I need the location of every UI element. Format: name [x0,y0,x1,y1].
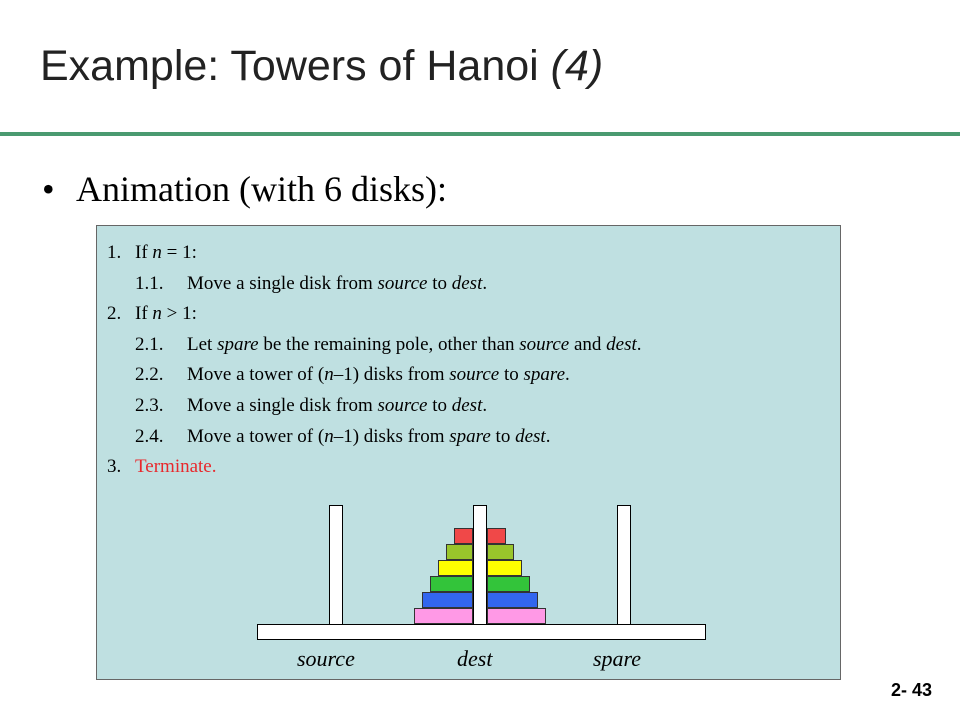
bullet-text: Animation (with 6 disks): [76,169,447,209]
var: n [152,242,162,263]
text: . [545,425,551,447]
title-divider [0,132,960,136]
var: source [519,333,570,355]
pole-source [329,505,343,625]
text: Move a single disk from [187,394,378,416]
bullet-item: • Animation (with 6 disks): [42,168,447,210]
disk-6-right [487,608,546,624]
step-number: 2.2. [135,364,164,386]
var: source [377,394,428,416]
var: dest [515,425,546,447]
text: Move a tower of ( [187,425,325,447]
text: –1) disks from [333,364,450,386]
algorithm-text: 1. If n = 1: 1.1. Move a single disk from … [107,238,642,483]
terminate-text: Terminate. [135,456,217,478]
text: to [427,272,452,294]
disk-1-left [454,528,473,544]
text: Let [187,333,218,355]
text: . [565,364,570,386]
var: dest [606,333,637,355]
text: If [135,303,153,325]
text: If [135,242,153,263]
title-part: (4) [550,42,604,90]
text: . [636,333,642,355]
disk-2-left [446,544,473,560]
step-number: 1. [107,242,122,263]
text: . [482,272,488,294]
algo-line-2-4: 2.4. Move a tower of (n–1) disks from spa… [107,422,642,453]
step-number: 2.3. [135,394,164,416]
var: source [377,272,428,294]
text: > 1: [161,303,197,325]
disk-3-left [438,560,473,576]
var: n [324,425,334,447]
var: source [449,364,500,386]
step-number: 2.1. [135,333,164,355]
var: n [152,303,162,325]
title-main: Example: Towers of Hanoi [40,42,551,90]
var: n [324,364,334,386]
text: be the remaining pole, other than [258,333,520,355]
step-number: 2.4. [135,425,164,447]
text: to [490,425,516,447]
pole-base [257,624,706,640]
disk-5-left [422,592,473,608]
algo-line-3: 3. Terminate. [107,452,642,483]
text: Move a tower of ( [187,364,325,386]
algo-line-1-1: 1.1. Move a single disk from source to de… [107,269,642,300]
disk-3-right [487,560,522,576]
text: to [499,364,524,386]
label-spare: spare [593,646,642,671]
algo-line-2: 2. If n > 1: [107,299,642,330]
algo-line-1: 1. If n = 1: [107,238,642,269]
var: spare [523,364,566,386]
disk-4-right [487,576,530,592]
slide-title: Example: Towers of Hanoi (4) [40,42,603,91]
algo-line-2-1: 2.1. Let spare be the remaining pole, oth… [107,330,642,361]
text: to [427,394,452,416]
step-number: 3. [107,456,122,478]
step-number: 1.1. [135,272,164,294]
pole-spare [617,505,631,625]
bullet-dot: • [42,169,55,209]
text: . [482,394,488,416]
step-number: 2. [107,303,122,325]
disk-1-right [487,528,506,544]
page-number: 2- 43 [890,680,932,700]
text: and [569,333,607,355]
text: –1) disks from [333,425,450,447]
label-source: source [297,646,355,671]
disk-4-left [430,576,473,592]
var: dest [451,272,483,294]
animation-panel: 1. If n = 1: 1.1. Move a single disk from … [96,225,841,680]
disk-2-right [487,544,514,560]
algo-line-2-3: 2.3. Move a single disk from source to de… [107,391,642,422]
var: spare [217,333,259,355]
text: Move a single disk from [187,272,378,294]
var: dest [451,394,483,416]
disk-5-right [487,592,538,608]
label-dest: dest [457,646,493,671]
var: spare [449,425,491,447]
disk-6-left [414,608,473,624]
pole-dest [473,505,487,625]
text: = 1: [161,242,197,263]
algo-line-2-2: 2.2. Move a tower of (n–1) disks from sou… [107,360,642,391]
